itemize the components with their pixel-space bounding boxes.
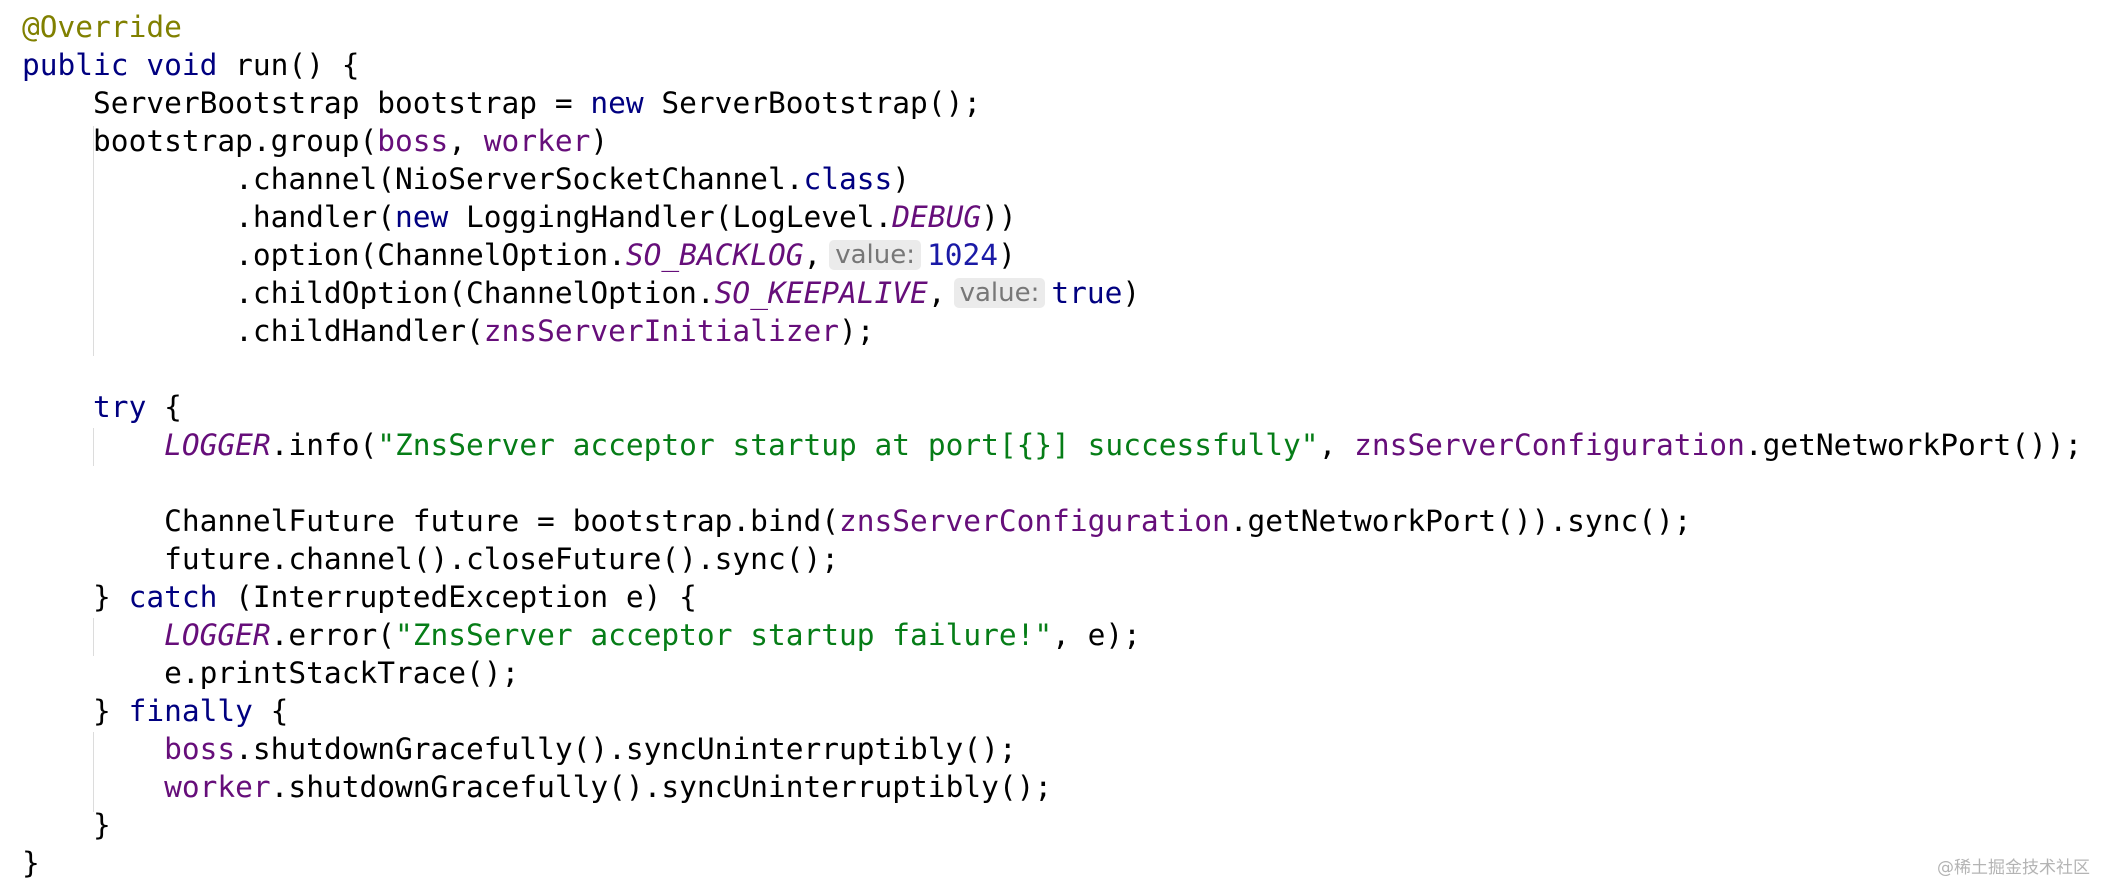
code-token: } — [22, 846, 40, 880]
code-line[interactable]: .option(ChannelOption.SO_BACKLOG,value:1… — [22, 236, 1016, 274]
code-token — [22, 390, 93, 424]
code-token: } — [22, 580, 129, 614]
code-token: { — [252, 694, 289, 728]
code-token: , e); — [1052, 618, 1141, 652]
keyword-token: catch — [128, 580, 218, 614]
code-token: LoggingHandler(LogLevel. — [448, 200, 893, 234]
code-token: .info( — [270, 428, 378, 462]
string-literal: "ZnsServer acceptor startup failure!" — [395, 618, 1053, 652]
code-token — [22, 770, 164, 804]
keyword-token: true — [1051, 276, 1123, 310]
static-field-token: SO_BACKLOG — [625, 238, 804, 272]
indent-guide — [93, 126, 94, 356]
code-token: , — [1318, 428, 1355, 462]
code-token: e.printStackTrace(); — [22, 656, 520, 690]
code-token: , — [803, 238, 822, 272]
static-field-token: LOGGER — [164, 428, 271, 462]
keyword-token: new — [394, 200, 449, 234]
code-token — [22, 732, 164, 766]
keyword-token: void — [146, 48, 218, 82]
string-literal: "ZnsServer acceptor startup at port[{}] … — [377, 428, 1319, 462]
keyword-token: new — [590, 86, 644, 120]
indent-guide — [93, 428, 94, 466]
code-token: } — [22, 808, 111, 842]
code-token: .shutdownGracefully().syncUninterruptibl… — [270, 770, 1053, 804]
field-token: znsServerConfiguration — [838, 504, 1230, 538]
annotation-token: @Override — [22, 10, 182, 44]
code-token: (InterruptedException e) { — [217, 580, 697, 614]
code-token: run() { — [217, 48, 360, 82]
code-token: ServerBootstrap(); — [643, 86, 982, 120]
code-line[interactable]: e.printStackTrace(); — [22, 654, 519, 692]
keyword-token: try — [93, 390, 147, 424]
code-line[interactable]: LOGGER.error("ZnsServer acceptor startup… — [22, 616, 1141, 654]
code-token: ) — [892, 162, 911, 196]
number-literal: 1024 — [927, 238, 999, 272]
code-token: ) — [1122, 276, 1141, 310]
code-line[interactable]: boss.shutdownGracefully().syncUninterrup… — [22, 730, 1017, 768]
code-line[interactable]: future.channel().closeFuture().sync(); — [22, 540, 839, 578]
parameter-hint: value: — [953, 278, 1046, 308]
code-token: .error( — [270, 618, 395, 652]
keyword-token: public — [22, 48, 129, 82]
code-line[interactable]: bootstrap.group(boss, worker) — [22, 122, 608, 160]
static-field-token: SO_KEEPALIVE — [714, 276, 928, 310]
field-token: znsServerInitializer — [483, 314, 839, 348]
code-line[interactable]: try { — [22, 388, 182, 426]
code-token: .option(ChannelOption. — [22, 238, 626, 272]
keyword-token: finally — [128, 694, 253, 728]
code-line[interactable]: ChannelFuture future = bootstrap.bind(zn… — [22, 502, 1692, 540]
code-token: .childHandler( — [22, 314, 484, 348]
code-line[interactable]: .handler(new LoggingHandler(LogLevel.DEB… — [22, 198, 1017, 236]
code-line[interactable]: } — [22, 806, 111, 844]
code-token — [22, 428, 164, 462]
code-token: .getNetworkPort()).sync(); — [1229, 504, 1692, 538]
code-token: .channel(NioServerSocketChannel. — [22, 162, 804, 196]
code-line[interactable]: } finally { — [22, 692, 288, 730]
code-line[interactable]: worker.shutdownGracefully().syncUninterr… — [22, 768, 1052, 806]
code-token: , — [927, 276, 946, 310]
code-token: } — [22, 694, 129, 728]
code-token: ) — [590, 124, 609, 158]
indent-guide — [93, 618, 94, 656]
code-line[interactable]: LOGGER.info("ZnsServer acceptor startup … — [22, 426, 2082, 464]
indent-guide — [93, 732, 94, 812]
code-token: , — [448, 124, 484, 158]
field-token: worker — [483, 124, 591, 158]
code-line[interactable]: .childHandler(znsServerInitializer); — [22, 312, 875, 350]
parameter-hint: value: — [829, 240, 922, 270]
code-token: bootstrap.group( — [22, 124, 378, 158]
static-field-token: LOGGER — [164, 618, 271, 652]
keyword-token: class — [803, 162, 893, 196]
field-token: znsServerConfiguration — [1354, 428, 1745, 462]
field-token: boss — [377, 124, 449, 158]
code-line[interactable]: } — [22, 844, 40, 882]
code-token: ); — [839, 314, 875, 348]
code-line[interactable]: ServerBootstrap bootstrap = new ServerBo… — [22, 84, 981, 122]
code-token: .handler( — [22, 200, 395, 234]
field-token: worker — [164, 770, 271, 804]
code-token: .childOption(ChannelOption. — [22, 276, 715, 310]
code-token: ServerBootstrap bootstrap = — [22, 86, 591, 120]
code-line[interactable]: public void run() { — [22, 46, 359, 84]
watermark: @稀土掘金技术社区 — [1937, 858, 2090, 878]
code-token: .shutdownGracefully().syncUninterruptibl… — [235, 732, 1017, 766]
code-token: ) — [998, 238, 1016, 272]
code-token — [22, 618, 164, 652]
code-token — [129, 48, 147, 82]
code-token: future.channel().closeFuture().sync(); — [22, 542, 839, 576]
code-token: ChannelFuture future = bootstrap.bind( — [22, 504, 839, 538]
static-field-token: DEBUG — [892, 200, 982, 234]
field-token: boss — [164, 732, 236, 766]
code-line[interactable]: @Override — [22, 8, 182, 46]
code-token: )) — [981, 200, 1017, 234]
code-line[interactable]: } catch (InterruptedException e) { — [22, 578, 697, 616]
code-line[interactable]: .channel(NioServerSocketChannel.class) — [22, 160, 910, 198]
code-token: { — [146, 390, 182, 424]
code-line[interactable]: .childOption(ChannelOption.SO_KEEPALIVE,… — [22, 274, 1140, 312]
code-token: .getNetworkPort()); — [1744, 428, 2083, 462]
